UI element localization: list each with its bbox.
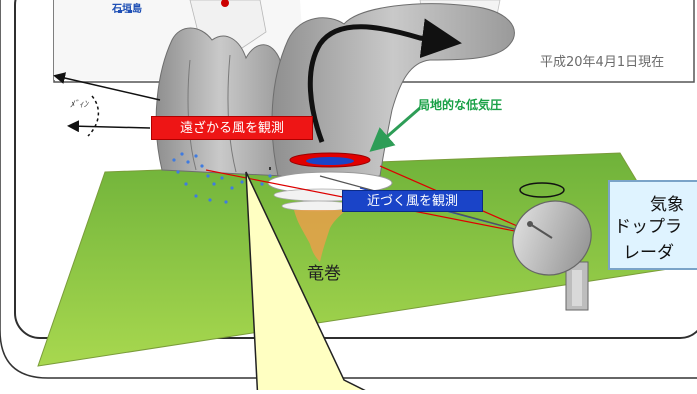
receding-wind-label: 遠ざかる風を観測 (151, 116, 313, 140)
updraft-arrow (307, 18, 462, 143)
place-name: 石垣島 (112, 4, 142, 15)
radar-caption-line-3: レーダ (623, 243, 674, 263)
radar-caption-box (608, 180, 697, 270)
tornado-label: 竜巻 (307, 264, 341, 284)
mesocyclone-label: 局地的な低気圧 (418, 98, 503, 112)
city-marker (221, 0, 229, 7)
approaching-wind-label: 近づく風を観測 (342, 190, 483, 212)
panel-frame (14, 0, 697, 339)
tornado-funnel (294, 210, 346, 262)
radar-caption-line-1: 気象 (650, 195, 684, 215)
radar-caption-line-2: ドップラ (614, 217, 682, 237)
outflow-arrows (53, 72, 271, 170)
date-note: 平成20年4月1日現在 (540, 55, 665, 70)
mesocyclone-arrow (369, 106, 421, 152)
callout-bubble (245, 171, 374, 394)
gust-label: ﾒﾞｨﾝ (70, 100, 89, 110)
rotation-mark (519, 182, 565, 198)
outer-frame (0, 0, 697, 379)
radar-dish-icon (512, 200, 592, 311)
